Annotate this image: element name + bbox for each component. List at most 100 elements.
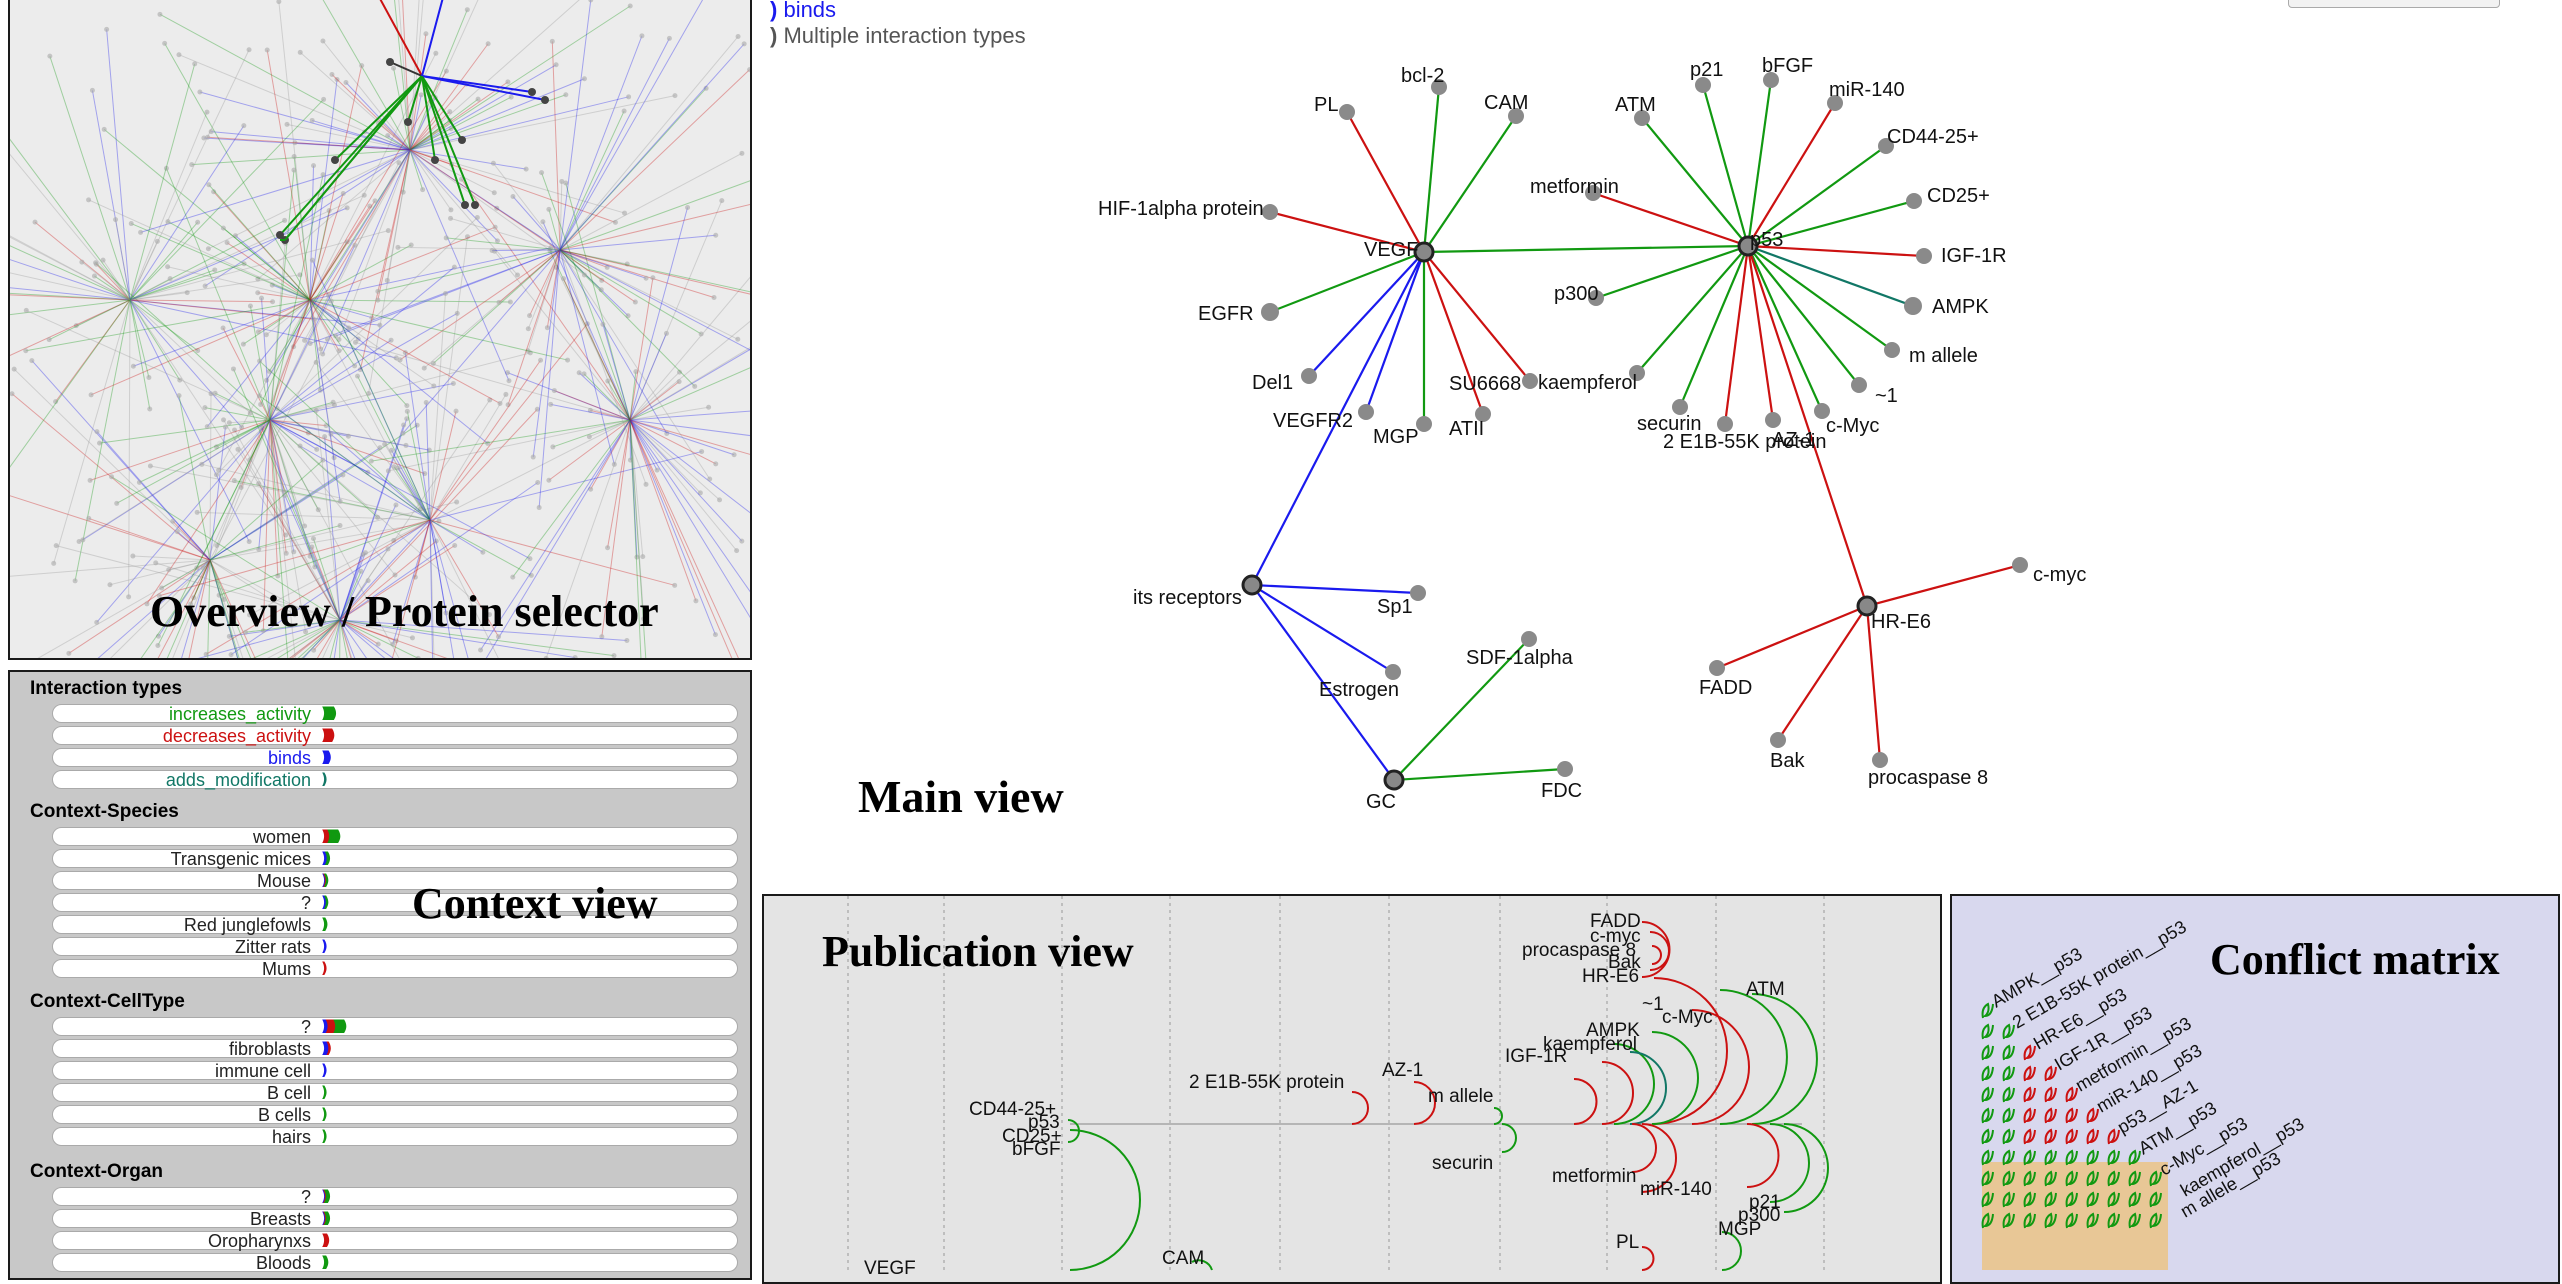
overview-edge[interactable] [560,250,646,278]
main-edge[interactable] [1270,252,1424,312]
overview-node[interactable] [204,652,209,657]
overview-node[interactable] [735,337,740,342]
overview-edge[interactable] [129,300,130,597]
overview-edge[interactable] [430,394,506,520]
overview-node[interactable] [546,207,551,212]
overview-node[interactable] [386,468,391,473]
overview-node[interactable] [89,392,94,397]
overview-edge[interactable] [388,420,630,471]
overview-node[interactable] [423,31,428,36]
main-edge[interactable] [1252,585,1393,672]
overview-node[interactable] [270,299,275,304]
overview-node[interactable] [205,424,210,429]
overview-node[interactable] [573,655,578,660]
overview-edge[interactable] [551,404,630,420]
overview-node[interactable] [732,452,737,457]
overview-node[interactable] [259,296,264,301]
overview-node[interactable] [203,284,208,289]
overview-node[interactable] [255,290,260,295]
overview-node[interactable] [431,383,436,388]
overview-node[interactable] [550,39,555,44]
overview-node[interactable] [503,392,508,397]
overview-node[interactable] [373,198,378,203]
overview-node[interactable] [644,482,649,487]
overview-node[interactable] [633,300,638,305]
overview-edge[interactable] [560,250,752,295]
overview-node[interactable] [664,331,669,336]
overview-node[interactable] [79,260,84,265]
overview-edge[interactable] [462,179,630,420]
overview-node[interactable] [227,420,232,425]
overview-node[interactable] [699,449,704,454]
main-node[interactable] [1770,732,1786,748]
overview-node[interactable] [392,464,397,469]
overview-node[interactable] [324,423,329,428]
main-node[interactable] [1557,761,1573,777]
overview-node[interactable] [391,66,396,71]
overview-node[interactable] [257,359,262,364]
context-row[interactable]: immune cell) [52,1061,738,1080]
overview-node[interactable] [201,565,206,570]
context-row[interactable]: Breasts))))) [52,1209,738,1228]
overview-node[interactable] [223,425,228,430]
overview-edge[interactable] [430,520,531,575]
main-edge[interactable] [1366,252,1424,412]
overview-node[interactable] [505,79,510,84]
overview-node[interactable] [559,179,564,184]
overview-node[interactable] [692,384,697,389]
overview-node[interactable] [320,39,325,44]
overview-node[interactable] [221,326,226,331]
overview-node[interactable] [341,191,346,196]
overview-node[interactable] [113,217,118,222]
main-edge[interactable] [1703,85,1748,246]
overview-edge[interactable] [130,300,250,413]
overview-selected-node[interactable] [528,88,536,96]
overview-node[interactable] [713,461,718,466]
overview-node[interactable] [497,300,502,305]
main-node[interactable] [1916,248,1932,264]
overview-node[interactable] [94,429,99,434]
overview-node[interactable] [310,258,315,263]
overview-node[interactable] [419,92,424,97]
overview-node[interactable] [433,51,438,56]
overview-edge[interactable] [192,150,410,165]
context-row[interactable]: binds)))))) [52,748,738,767]
overview-node[interactable] [452,543,457,548]
overview-node[interactable] [565,358,570,363]
overview-node[interactable] [231,366,236,371]
overview-edge[interactable] [533,250,560,457]
overview-node[interactable] [329,72,334,77]
overview-edge[interactable] [310,300,340,501]
overview-edge[interactable] [141,150,410,232]
overview-node[interactable] [73,578,78,583]
overview-node[interactable] [385,133,390,138]
overview-node[interactable] [706,405,711,410]
overview-node[interactable] [389,338,394,343]
overview-edge[interactable] [14,369,210,560]
overview-node[interactable] [358,569,363,574]
overview-node[interactable] [540,219,545,224]
main-node[interactable] [2012,557,2028,573]
overview-node[interactable] [205,135,210,140]
main-hub-node[interactable] [1243,576,1261,594]
overview-node[interactable] [221,226,226,231]
context-row[interactable]: decreases_activity)))))))))) [52,726,738,745]
overview-node[interactable] [538,358,543,363]
overview-node[interactable] [311,536,316,541]
overview-node[interactable] [667,36,672,41]
overview-selected-node[interactable] [431,156,439,164]
overview-edge[interactable] [310,201,375,300]
overview-node[interactable] [430,658,435,660]
overview-node[interactable] [582,76,587,81]
overview-node[interactable] [535,480,540,485]
overview-node[interactable] [302,524,307,529]
overview-node[interactable] [422,366,427,371]
overview-node[interactable] [393,503,398,508]
overview-node[interactable] [509,95,514,100]
overview-node[interactable] [416,656,421,660]
main-node[interactable] [1339,104,1355,120]
main-node[interactable] [1904,297,1922,315]
overview-node[interactable] [131,364,136,369]
overview-node[interactable] [389,448,394,453]
overview-node[interactable] [104,27,109,32]
